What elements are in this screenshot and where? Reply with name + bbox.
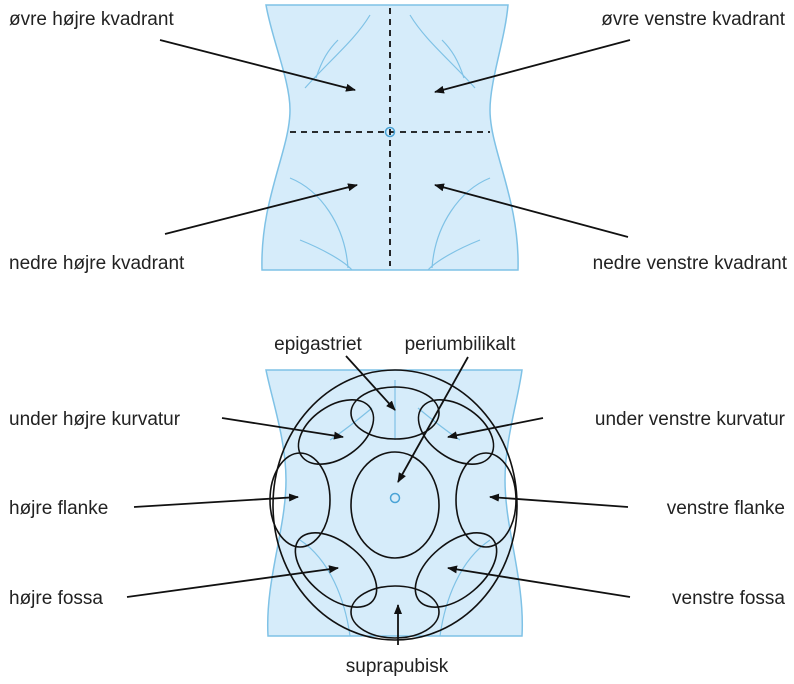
arrow-upper-left <box>434 39 631 94</box>
region-left-fossa <box>414 532 498 608</box>
region-left-costal <box>417 399 495 465</box>
label-periumbilical: periumbilikalt <box>405 334 517 355</box>
arrow-right-costal <box>221 417 344 440</box>
arrow-upper-right <box>159 39 356 92</box>
arrow-lower-right <box>164 183 358 235</box>
label-right-fossa: højre fossa <box>9 588 103 609</box>
region-right-fossa <box>294 532 378 608</box>
label-left-flank: venstre flanke <box>667 498 785 519</box>
arrow-epigastric <box>345 355 396 411</box>
navel-icon <box>384 126 396 138</box>
label-suprapubic: suprapubisk <box>346 656 449 677</box>
label-lower-right-quadrant: nedre højre kvadrant <box>9 253 185 274</box>
label-epigastric: epigastriet <box>274 334 362 355</box>
label-left-fossa: venstre fossa <box>672 588 785 609</box>
arrow-left-flank <box>489 493 629 508</box>
label-left-costal: under venstre kurvatur <box>595 409 786 430</box>
region-outer-boundary <box>272 369 518 641</box>
region-periumbilical <box>350 451 440 559</box>
region-suprapubic <box>350 585 440 639</box>
label-lower-left-quadrant: nedre venstre kvadrant <box>593 253 788 274</box>
arrow-left-fossa <box>447 565 631 598</box>
label-right-costal: under højre kurvatur <box>9 409 181 430</box>
region-epigastric <box>350 386 440 440</box>
navel-icon <box>389 492 401 504</box>
label-right-flank: højre flanke <box>9 498 108 519</box>
arrow-right-flank <box>133 493 299 508</box>
arrow-periumbilical <box>397 356 469 483</box>
arrow-lower-left <box>434 183 629 238</box>
region-outlines <box>269 369 518 641</box>
bottom-figure: epigastriet periumbilikalt under højre k… <box>9 334 786 677</box>
arrow-right-fossa <box>126 565 339 598</box>
top-figure: øvre højre kvadrant øvre venstre kvadran… <box>9 4 788 274</box>
region-right-costal <box>297 399 375 465</box>
torso-top-contours <box>289 14 491 271</box>
arrow-left-costal <box>447 417 544 440</box>
torso-top <box>261 4 519 271</box>
label-upper-right-quadrant: øvre højre kvadrant <box>9 9 174 30</box>
label-upper-left-quadrant: øvre venstre kvadrant <box>601 9 785 30</box>
region-left-flank <box>455 452 517 548</box>
